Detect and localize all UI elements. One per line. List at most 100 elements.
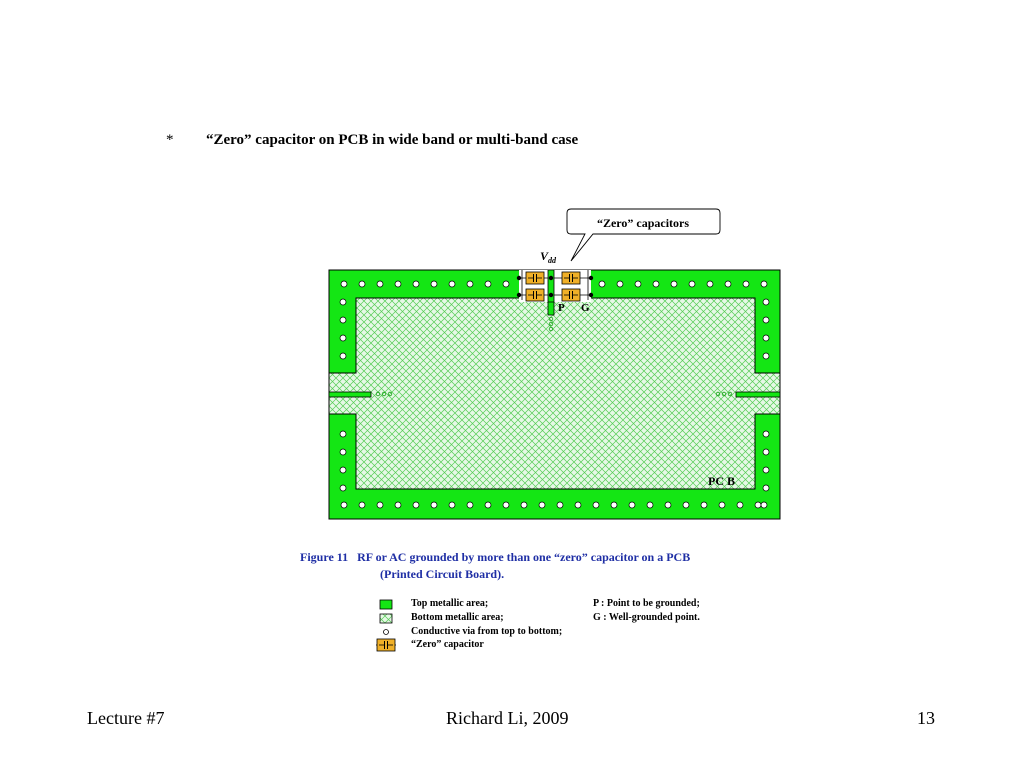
via-hole (664, 501, 672, 509)
via-hole (339, 430, 347, 438)
p-label: P (558, 302, 565, 314)
via-hole (340, 280, 348, 288)
via-hole (718, 501, 726, 509)
via-hole (682, 501, 690, 509)
via-hole (706, 280, 714, 288)
via-hole (700, 501, 708, 509)
via-hole (760, 280, 768, 288)
footer-page-number: 13 (917, 708, 935, 728)
via-hole (616, 280, 624, 288)
left-strip (328, 391, 372, 398)
via-hole (628, 501, 636, 509)
callout-label: “Zero” capacitors (597, 216, 689, 230)
via-hole (762, 334, 770, 342)
figure-caption: Figure 11 RF or AC grounded by more than… (300, 549, 690, 583)
via-hole (466, 501, 474, 509)
via-hole (652, 280, 660, 288)
vdd-subscript: dd (548, 256, 557, 265)
via-hole (762, 466, 770, 474)
via-hole (762, 430, 770, 438)
legend-via: Conductive via from top to bottom; (411, 626, 563, 637)
via-hole (412, 280, 420, 288)
via-hole (339, 298, 347, 306)
via-hole (556, 501, 564, 509)
via-hole (724, 280, 732, 288)
slide-heading: * “Zero” capacitor on PCB in wide band or… (166, 132, 578, 149)
g-label: G (581, 302, 590, 314)
via-hole (394, 501, 402, 509)
vdd-label: Vdd (540, 249, 557, 265)
via-hole (358, 280, 366, 288)
vdd-main: V (540, 249, 549, 263)
p-trace-vias (548, 316, 554, 332)
footer-author: Richard Li, 2009 (446, 708, 569, 728)
heading-text: “Zero” capacitor on PCB in wide band or … (206, 132, 579, 148)
legend-capacitor: “Zero” capacitor (411, 639, 484, 650)
via-hole (762, 316, 770, 324)
via-hole (339, 448, 347, 456)
via-hole (339, 334, 347, 342)
via-hole (448, 501, 456, 509)
via-hole (376, 280, 384, 288)
via-hole (742, 280, 750, 288)
via-hole (736, 501, 744, 509)
zero-capacitor-4 (561, 288, 581, 302)
via-hole (688, 280, 696, 288)
via-hole (634, 280, 642, 288)
via-hole (762, 352, 770, 360)
legend-top-metal: Top metallic area; (411, 598, 489, 609)
via-holes (339, 280, 770, 509)
via-hole (592, 501, 600, 509)
via-hole (412, 501, 420, 509)
legend-top-metal-swatch (379, 599, 393, 610)
legend-via-symbol (383, 629, 389, 635)
via-hole (502, 501, 510, 509)
via-hole (430, 501, 438, 509)
via-hole (574, 501, 582, 509)
zero-capacitor-3 (561, 271, 581, 285)
via-hole (484, 280, 492, 288)
via-hole (598, 280, 606, 288)
legend-capacitor-symbol (376, 638, 396, 652)
top-metal-frame-lower (328, 413, 781, 520)
right-strip (735, 391, 781, 398)
p-node-strip (547, 269, 555, 303)
board-label: PC B (708, 474, 735, 488)
via-hole (339, 316, 347, 324)
via-hole (376, 501, 384, 509)
via-hole (340, 501, 348, 509)
via-hole (339, 484, 347, 492)
via-hole (394, 280, 402, 288)
via-hole (670, 280, 678, 288)
via-hole (430, 280, 438, 288)
via-hole (448, 280, 456, 288)
capacitor-dots (516, 275, 594, 298)
heading-bullet: * (166, 132, 174, 148)
legend-bottom-metal-swatch (379, 613, 393, 624)
zero-capacitor-2 (525, 288, 545, 302)
callout-bubble (566, 208, 721, 262)
via-hole (358, 501, 366, 509)
legend-bottom-metal: Bottom metallic area; (411, 612, 504, 623)
via-hole (466, 280, 474, 288)
caption-line-1: Figure 11 RF or AC grounded by more than… (300, 550, 691, 564)
zero-capacitor-1 (525, 271, 545, 285)
via-hole (484, 501, 492, 509)
via-hole (762, 298, 770, 306)
via-hole (762, 484, 770, 492)
legend-g-definition: G : Well-grounded point. (593, 612, 700, 623)
via-hole (754, 501, 762, 509)
via-hole (646, 501, 654, 509)
right-via-marks (715, 391, 733, 397)
caption-line-2: (Printed Circuit Board). (380, 567, 505, 581)
via-hole (760, 501, 768, 509)
left-via-marks (375, 391, 393, 397)
via-hole (762, 448, 770, 456)
footer-lecture: Lecture #7 (87, 708, 165, 728)
via-hole (339, 466, 347, 474)
via-hole (610, 501, 618, 509)
via-hole (538, 501, 546, 509)
legend-p-definition: P : Point to be grounded; (593, 598, 700, 609)
via-hole (520, 501, 528, 509)
